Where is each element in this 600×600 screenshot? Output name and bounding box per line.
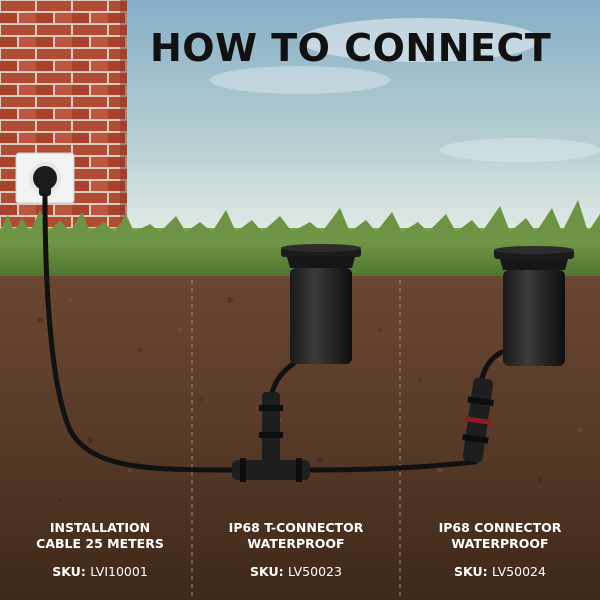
sku-code: LV50024 bbox=[492, 564, 546, 579]
page-title: HOW TO CONNECT bbox=[150, 26, 552, 70]
sku-line: SKU: LV50024 bbox=[400, 564, 600, 580]
caption-connector: IP68 CONNECTOR WATERPROOF SKU: LV50024 bbox=[400, 520, 600, 580]
caption-installation-cable: INSTALLATION CABLE 25 METERS SKU: LVI100… bbox=[0, 520, 200, 580]
ground-light-icon bbox=[281, 244, 361, 364]
sku-label: SKU: bbox=[52, 564, 86, 579]
caption-line1: IP68 CONNECTOR bbox=[438, 520, 562, 535]
sku-label: SKU: bbox=[250, 564, 284, 579]
sku-line: SKU: LVI10001 bbox=[0, 564, 200, 580]
sku-line: SKU: LV50023 bbox=[196, 564, 396, 580]
caption-line2: CABLE 25 METERS bbox=[36, 536, 164, 551]
sku-code: LV50023 bbox=[288, 564, 342, 579]
caption-line2: WATERPROOF bbox=[451, 536, 549, 551]
ground-light-icon bbox=[494, 246, 574, 366]
sku-label: SKU: bbox=[454, 564, 488, 579]
caption-line1: INSTALLATION bbox=[49, 520, 151, 535]
plug-icon bbox=[33, 166, 57, 196]
inline-connector-icon bbox=[462, 377, 494, 463]
caption-line1: IP68 T-CONNECTOR bbox=[228, 520, 364, 535]
caption-line2: WATERPROOF bbox=[247, 536, 345, 551]
t-connector-icon bbox=[232, 392, 310, 482]
sku-code: LVI10001 bbox=[90, 564, 148, 579]
brick-wall bbox=[0, 0, 127, 240]
caption-t-connector: IP68 T-CONNECTOR WATERPROOF SKU: LV50023 bbox=[196, 520, 396, 580]
